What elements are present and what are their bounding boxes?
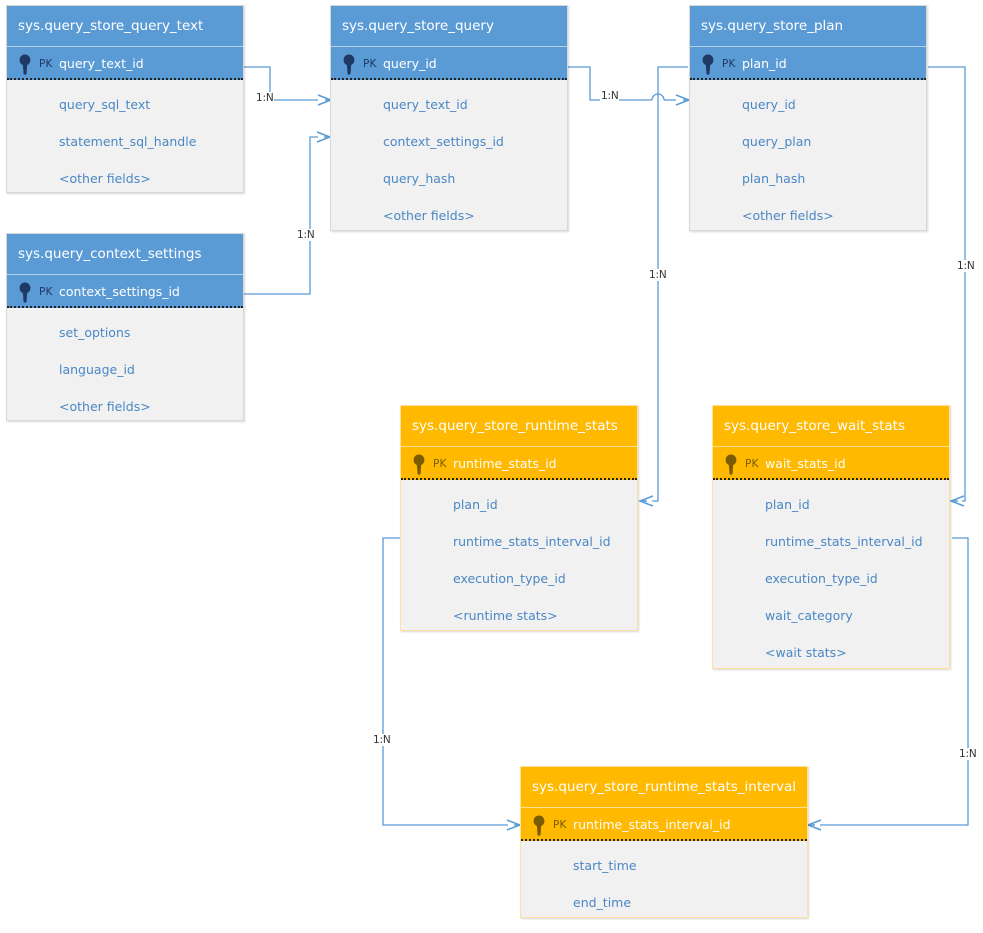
entity-query-store-plan[interactable]: sys.query_store_plan PK plan_id query_id… [689,5,927,231]
primary-key-row[interactable]: PK wait_stats_id [713,446,949,480]
field-row: runtime_stats_interval_id [453,534,611,549]
entity-query-store-runtime-stats-interval[interactable]: sys.query_store_runtime_stats_interval P… [520,766,808,918]
field-row: wait_category [765,608,853,623]
entity-fields: query_sql_text statement_sql_handle <oth… [7,80,243,207]
entity-fields: plan_id runtime_stats_interval_id execut… [713,480,949,681]
entity-query-context-settings[interactable]: sys.query_context_settings PK context_se… [6,233,244,421]
connector-query-to-plan [568,66,692,106]
field-row: <other fields> [59,171,151,186]
entity-query-store-query[interactable]: sys.query_store_query PK query_id query_… [330,5,568,231]
entity-fields: set_options language_id <other fields> [7,308,243,435]
primary-key-row[interactable]: PK runtime_stats_interval_id [521,807,807,841]
entity-query-store-query-text[interactable]: sys.query_store_query_text PK query_text… [6,5,244,193]
field-row: set_options [59,325,131,340]
pk-field-name: plan_id [742,56,787,71]
field-row: start_time [573,858,637,873]
pk-field-name: wait_stats_id [765,456,846,471]
field-row: query_hash [383,171,456,186]
primary-key-row[interactable]: PK context_settings_id [7,274,243,308]
entity-query-store-runtime-stats[interactable]: sys.query_store_runtime_stats PK runtime… [400,405,638,631]
cardinality-label-rel4: 1:N [648,269,668,281]
primary-key-row[interactable]: PK runtime_stats_id [401,446,637,480]
field-row: runtime_stats_interval_id [765,534,923,549]
field-row: query_sql_text [59,97,151,112]
primary-key-row[interactable]: PK query_text_id [7,46,243,80]
field-row: language_id [59,362,135,377]
entity-title: sys.query_store_runtime_stats [401,406,637,446]
pk-field-name: context_settings_id [59,284,180,299]
pk-badge: PK [433,458,447,470]
pk-badge: PK [363,58,377,70]
entity-title: sys.query_store_query_text [7,6,243,46]
field-row: plan_id [765,497,810,512]
field-row: context_settings_id [383,134,504,149]
field-row: statement_sql_handle [59,134,197,149]
field-row: query_plan [742,134,812,149]
pk-badge: PK [722,58,736,70]
cardinality-label-rel6: 1:N [372,734,392,746]
cardinality-label-rel3: 1:N [600,90,620,102]
entity-fields: query_id query_plan plan_hash <other fie… [690,80,926,244]
field-row: execution_type_id [453,571,566,586]
field-row: plan_hash [742,171,806,186]
cardinality-label-rel7: 1:N [958,748,978,760]
pk-field-name: runtime_stats_id [453,456,557,471]
primary-key-row[interactable]: PK query_id [331,46,567,80]
key-icon [17,54,33,75]
key-icon [341,54,357,75]
entity-title: sys.query_store_runtime_stats_interval [521,767,807,807]
entity-title: sys.query_store_query [331,6,567,46]
cardinality-label-rel5: 1:N [956,260,976,272]
key-icon [411,454,427,475]
pk-field-name: query_id [383,56,437,71]
key-icon [17,282,33,303]
field-row: <other fields> [742,208,834,223]
connector-plan-to-runtime-stats [637,66,688,507]
pk-badge: PK [745,458,759,470]
key-icon [531,815,547,836]
pk-field-name: runtime_stats_interval_id [573,817,731,832]
connector-context-settings-to-query [244,131,333,295]
key-icon [700,54,716,75]
cardinality-label-rel1: 1:N [255,92,275,104]
field-row: plan_id [453,497,498,512]
primary-key-row[interactable]: PK plan_id [690,46,926,80]
field-row: end_time [573,895,632,910]
field-row: <wait stats> [765,645,847,660]
entity-title: sys.query_store_plan [690,6,926,46]
entity-fields: plan_id runtime_stats_interval_id execut… [401,480,637,644]
entity-query-store-wait-stats[interactable]: sys.query_store_wait_stats PK wait_stats… [712,405,950,669]
entity-fields: query_text_id context_settings_id query_… [331,80,567,244]
entity-fields: start_time end_time [521,841,807,931]
field-row: query_text_id [383,97,468,112]
entity-title: sys.query_store_wait_stats [713,406,949,446]
pk-badge: PK [39,58,53,70]
field-row: <other fields> [59,399,151,414]
field-row: <other fields> [383,208,475,223]
pk-badge: PK [553,819,567,831]
field-row: execution_type_id [765,571,878,586]
field-row: query_id [742,97,796,112]
pk-field-name: query_text_id [59,56,144,71]
key-icon [723,454,739,475]
cardinality-label-rel2: 1:N [296,229,316,241]
field-row: <runtime stats> [453,608,558,623]
entity-title: sys.query_context_settings [7,234,243,274]
pk-badge: PK [39,286,53,298]
